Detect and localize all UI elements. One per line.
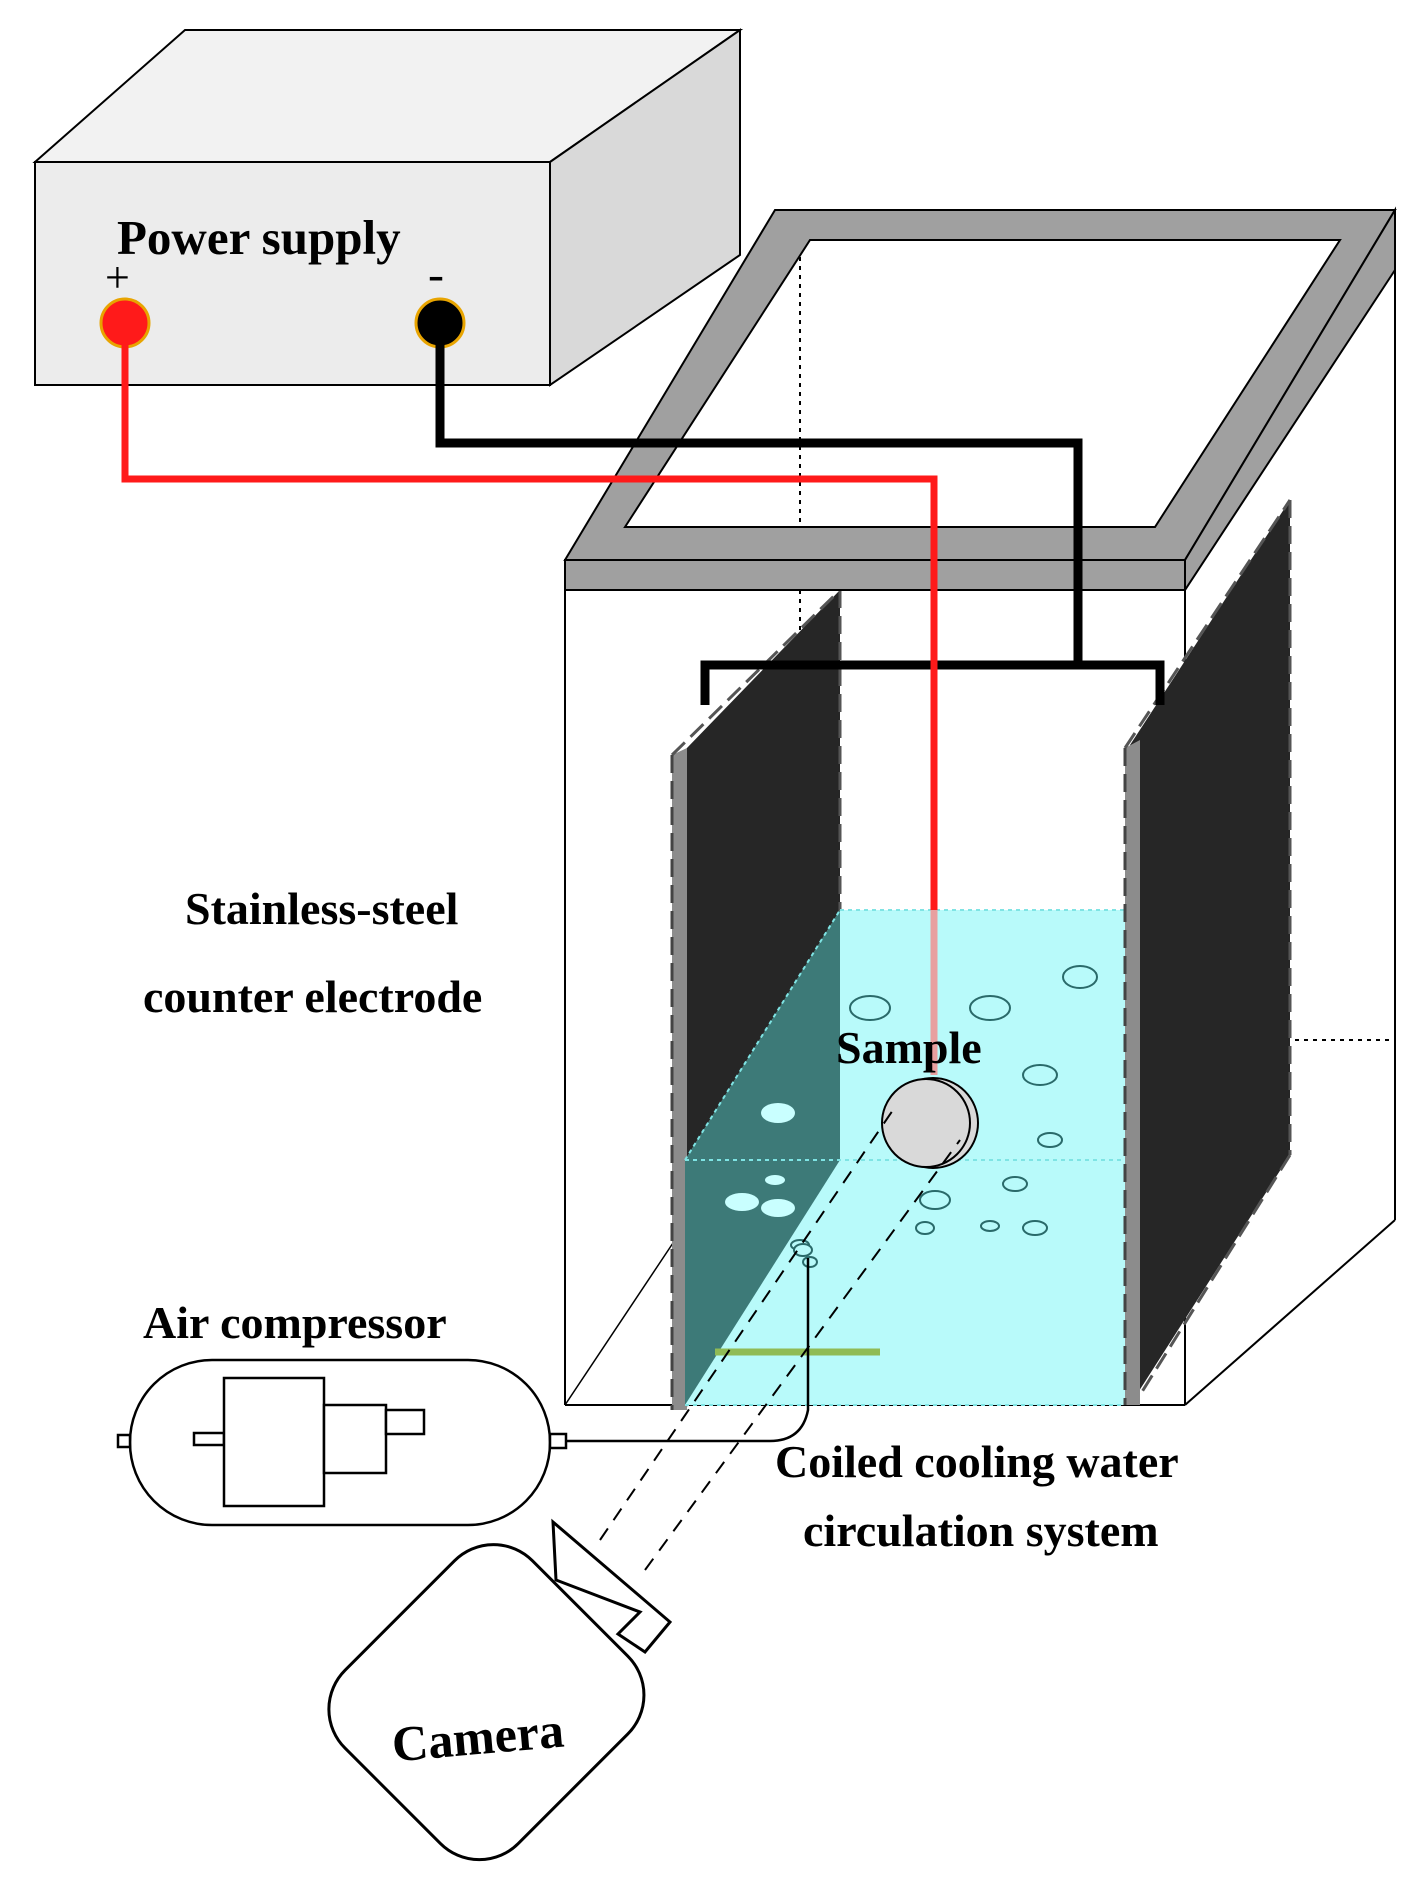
air-bubbles-dark xyxy=(725,1103,795,1217)
sample-disk xyxy=(881,1077,979,1169)
power-supply-label: Power supply xyxy=(117,210,401,265)
camera-body xyxy=(327,1543,646,1862)
water-shadow-front xyxy=(685,1160,840,1405)
air-compressor-label: Air compressor xyxy=(143,1297,447,1348)
counter-electrode-label-line2: counter electrode xyxy=(143,971,482,1022)
negative-terminal xyxy=(414,297,466,349)
air-bubbles xyxy=(790,965,1098,1268)
positive-terminal xyxy=(99,297,151,349)
camera-sight-lines xyxy=(599,1109,961,1571)
sample-label: Sample xyxy=(836,1022,982,1073)
air-hose xyxy=(566,1258,810,1443)
camera xyxy=(327,1543,646,1862)
plus-label: + xyxy=(105,253,130,302)
minus-label: - xyxy=(428,248,444,301)
power-supply xyxy=(32,28,744,387)
cooling-system-label-line2: circulation system xyxy=(803,1505,1159,1556)
right-counter-electrode xyxy=(1123,499,1292,1405)
cooling-system-label-line1: Coiled cooling water xyxy=(775,1436,1179,1487)
camera-lens xyxy=(551,1518,673,1654)
water-bath xyxy=(684,909,1125,1406)
air-compressor xyxy=(116,1358,568,1527)
counter-electrode-label-line1: Stainless-steel xyxy=(185,883,458,934)
support-frame xyxy=(563,206,1397,594)
positive-wire xyxy=(121,345,938,1075)
